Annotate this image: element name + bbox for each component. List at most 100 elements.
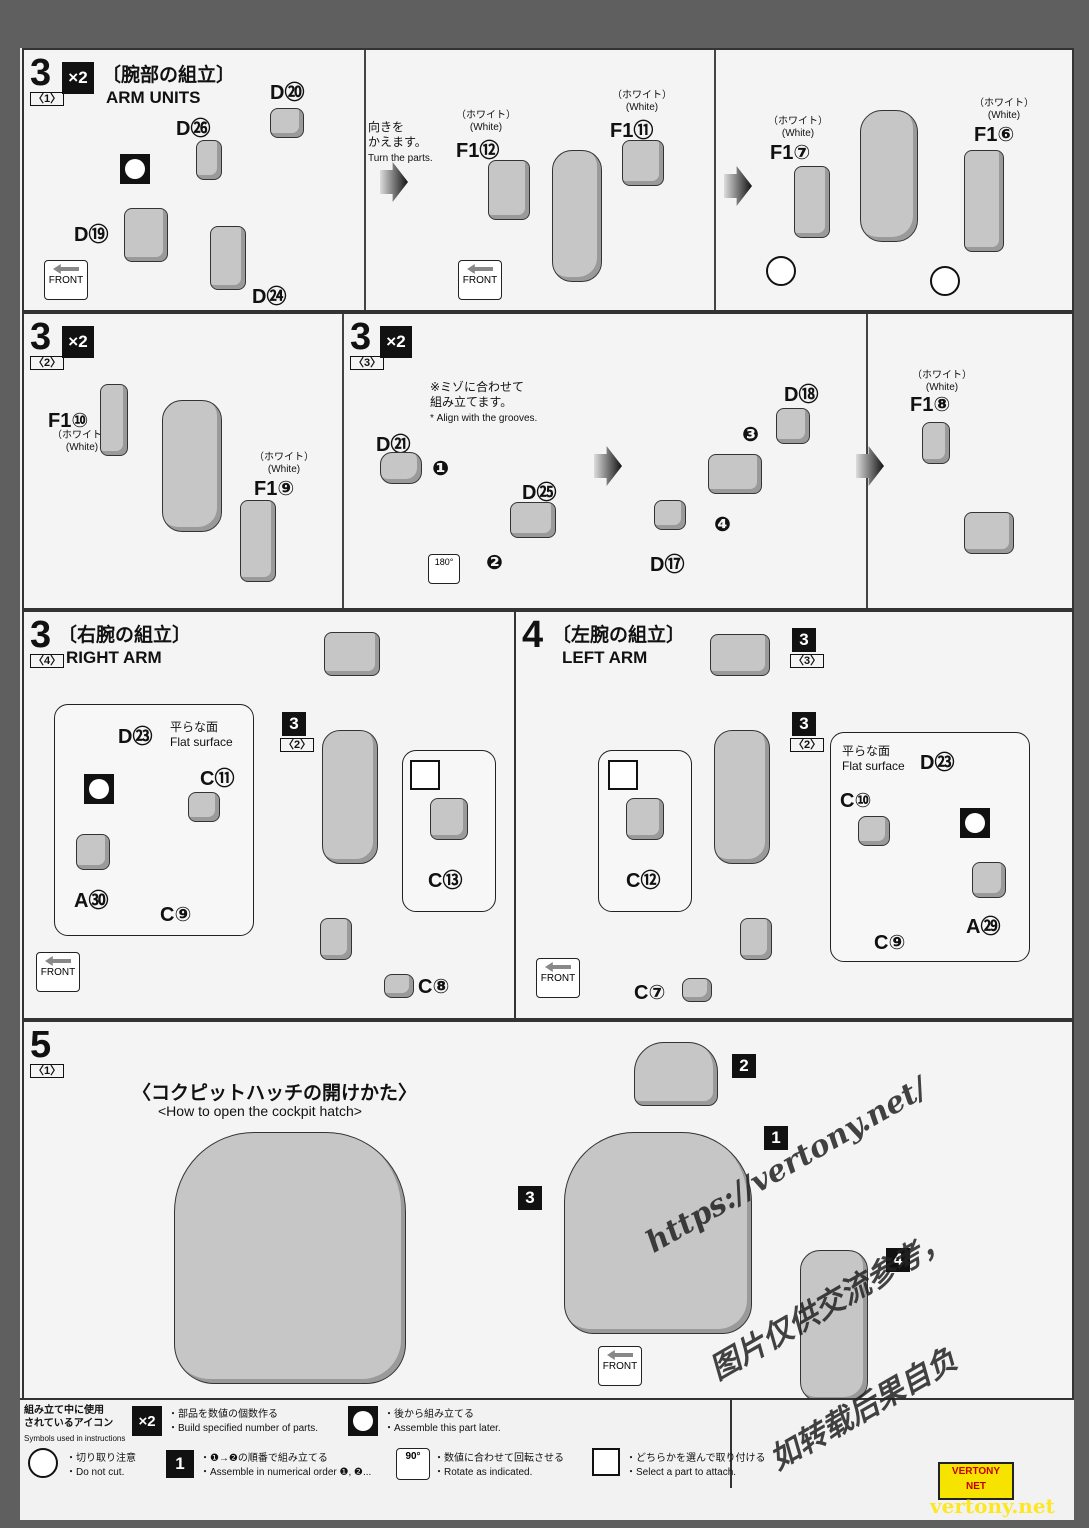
legend-jp: ・後から組み立てる: [384, 1409, 474, 1420]
part-label: A㉙: [966, 916, 1001, 938]
part-label: C⑩: [840, 790, 872, 812]
step-sub: 〈1〉: [30, 1064, 65, 1078]
step-order-2: ❷: [486, 552, 503, 574]
select-part-icon: [592, 1448, 620, 1476]
hatch-title-jp: 〈コクピットハッチの開けかた〉: [132, 1083, 418, 1104]
ref-step: 3: [792, 712, 816, 736]
legend-en: ・Assemble this part later.: [384, 1423, 501, 1434]
step-number: 3: [30, 316, 52, 358]
step-3-1-panel: 3 〈1〉 ×2 〔腕部の組立〕 ARM UNITS D⑳ D㉖ D⑲ D㉔ F…: [22, 48, 1074, 312]
front-indicator: FRONT: [458, 260, 502, 300]
front-indicator: FRONT: [44, 260, 88, 300]
sub-assembly-callout: [54, 704, 254, 936]
part-shape: [430, 798, 468, 840]
divider: [364, 50, 366, 310]
part-shape: [100, 384, 128, 456]
part-shape: [240, 500, 276, 582]
part-label: D⑲: [74, 224, 109, 246]
step-number: 5: [30, 1024, 52, 1066]
part-shape: [162, 400, 222, 532]
part-shape: [626, 798, 664, 840]
part-label: D㉑: [376, 434, 411, 456]
torso-part: [564, 1132, 752, 1334]
part-shape: [384, 974, 414, 998]
part-label: C⑪: [200, 768, 235, 790]
cockpit-hatch-illustration: [174, 1132, 406, 1384]
part-shape: [972, 862, 1006, 898]
part-shape: [488, 160, 530, 220]
assemble-later-icon: [84, 774, 114, 804]
part-label: D㉖: [176, 118, 211, 140]
assemble-later-icon: [348, 1406, 378, 1436]
section-title-en: ARM UNITS: [106, 88, 201, 107]
part-shape: [654, 500, 686, 530]
part-label: D㉕: [522, 482, 557, 504]
part-shape: [794, 166, 830, 238]
legend-en: ・Rotate as indicated.: [434, 1467, 533, 1478]
part-shape: [964, 512, 1014, 554]
part-label: C⑦: [634, 982, 666, 1004]
part-shape: [858, 816, 890, 846]
ref-step: 3: [282, 712, 306, 736]
color-note: （ホワイト）(White): [52, 430, 112, 453]
step-order-4: ❹: [714, 514, 731, 536]
ref-step-sub: 〈3〉: [790, 654, 825, 668]
part-label: F1⑫: [456, 140, 500, 162]
part-label: F1⑥: [974, 124, 1015, 146]
next-step-arrow-icon: [380, 162, 408, 202]
section-title-jp: 〔右腕の組立〕: [58, 625, 192, 646]
section-title-jp: 〔左腕の組立〕: [552, 625, 686, 646]
part-label: C⑬: [428, 870, 463, 892]
assemble-later-icon: [960, 808, 990, 838]
front-indicator: FRONT: [536, 958, 580, 998]
part-shape: [708, 454, 762, 494]
do-not-cut-icon: [930, 266, 960, 296]
legend-jp: ・部品を数値の個数作る: [168, 1409, 278, 1420]
order-icon: 1: [166, 1450, 194, 1478]
step-sub: 〈3〉: [350, 356, 385, 370]
part-shape: [682, 978, 712, 1002]
part-label: D㉔: [252, 286, 287, 308]
do-not-cut-icon: [28, 1448, 58, 1478]
part-shape: [740, 918, 772, 960]
front-indicator: FRONT: [598, 1346, 642, 1386]
callout-number: 2: [732, 1054, 756, 1078]
x2-icon: ×2: [62, 62, 94, 94]
legend-jp: ・❶→❷の順番で組み立てる: [200, 1453, 328, 1464]
part-label: F1⑨: [254, 478, 295, 500]
part-shape: [922, 422, 950, 464]
arm-part: [800, 1250, 868, 1398]
legend-en: ・Assemble in numerical order ❶, ❷...: [200, 1467, 372, 1478]
sub-assembly-callout: [830, 732, 1030, 962]
rotate-icon: 180°: [428, 554, 460, 584]
part-shape: [124, 208, 168, 262]
next-step-arrow-icon: [594, 446, 622, 486]
part-shape: [714, 730, 770, 864]
part-label: F1⑧: [910, 394, 951, 416]
ref-step-sub: 〈2〉: [790, 738, 825, 752]
step-sub: 〈4〉: [30, 654, 65, 668]
legend-en: ・Do not cut.: [66, 1467, 125, 1478]
select-part-icon: [608, 760, 638, 790]
callout-number: 4: [886, 1248, 910, 1272]
divider: [342, 314, 344, 608]
part-label: C⑨: [874, 932, 906, 954]
legend-en: ・Build specified number of parts.: [168, 1423, 319, 1434]
part-shape: [320, 918, 352, 960]
section-title-jp: 〔腕部の組立〕: [102, 65, 236, 86]
step-order-1: ❶: [432, 458, 449, 480]
part-shape: [860, 110, 918, 242]
part-shape: [76, 834, 110, 870]
next-step-arrow-icon: [724, 166, 752, 206]
legend-jp: ・切り取り注意: [66, 1453, 136, 1464]
legend-heading-jp: 組み立て中に使用 されているアイコン: [24, 1405, 114, 1429]
color-note: （ホワイト）(White): [912, 370, 972, 393]
part-label: F1⑩: [48, 410, 89, 432]
ref-step-sub: 〈2〉: [280, 738, 315, 752]
head-part: [634, 1042, 718, 1106]
